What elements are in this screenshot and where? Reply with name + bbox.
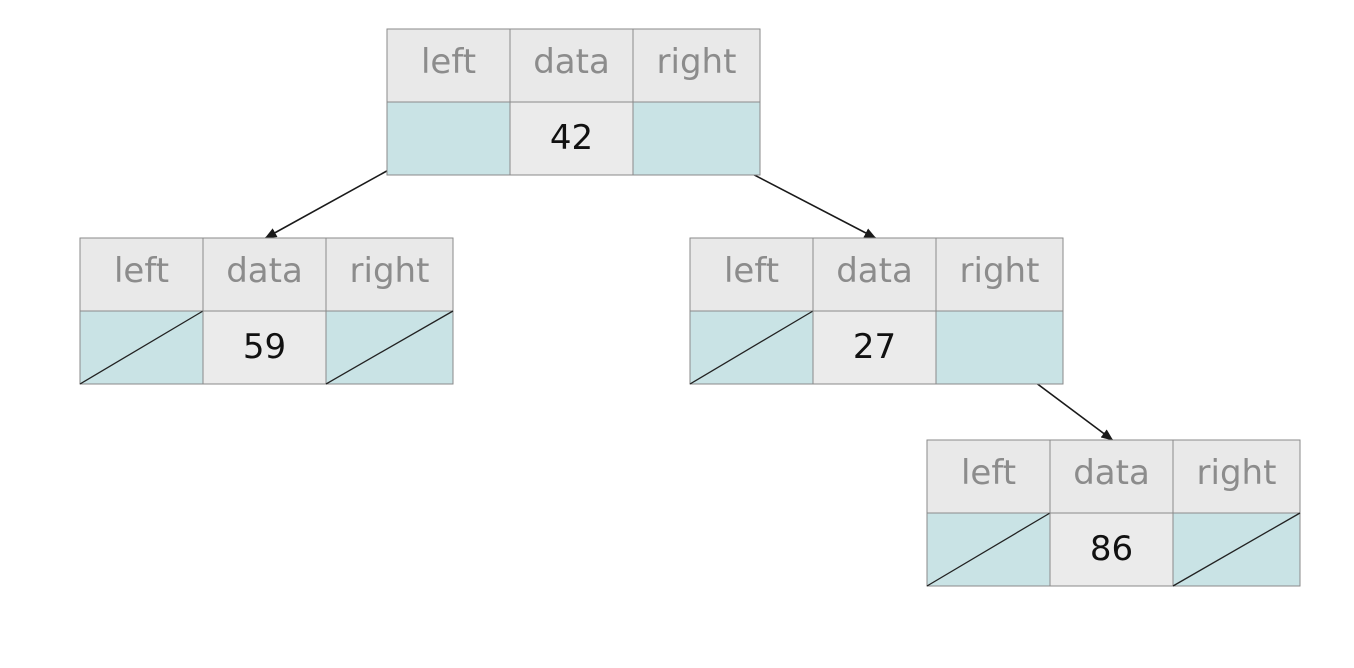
node-value: 42 — [550, 118, 593, 158]
node-value: 86 — [1090, 529, 1133, 569]
right-pointer-cell — [935, 310, 1064, 385]
header-label-data: data — [226, 251, 303, 291]
data-cell — [1049, 512, 1174, 587]
header-cell-data — [1049, 439, 1174, 514]
header-cell-right — [325, 237, 454, 312]
header-cell-left — [689, 237, 814, 312]
null-pointer-slash — [325, 310, 454, 385]
header-label-data: data — [533, 42, 610, 82]
header-label-right: right — [1197, 453, 1277, 493]
header-label-right: right — [657, 42, 737, 82]
null-pointer-slash — [1172, 512, 1301, 587]
data-cell — [812, 310, 937, 385]
header-cell-right — [632, 28, 761, 103]
header-label-left: left — [114, 251, 169, 291]
data-cell — [509, 101, 634, 176]
left-pointer-cell — [386, 101, 511, 176]
node-value: 27 — [853, 327, 896, 367]
header-cell-right — [935, 237, 1064, 312]
header-label-right: right — [350, 251, 430, 291]
header-label-left: left — [724, 251, 779, 291]
null-pointer-slash — [689, 310, 814, 385]
header-label-data: data — [836, 251, 913, 291]
tree-node-right-child: left data 27 right — [689, 237, 1064, 385]
null-pointer-slash — [926, 512, 1051, 587]
header-label-left: left — [961, 453, 1016, 493]
tree-node-right-right-child: left data 86 right — [926, 439, 1301, 587]
node-value: 59 — [243, 327, 286, 367]
header-cell-data — [509, 28, 634, 103]
header-cell-data — [812, 237, 937, 312]
header-label-left: left — [421, 42, 476, 82]
right-pointer-cell — [632, 101, 761, 176]
null-pointer-slash — [79, 310, 204, 385]
header-cell-right — [1172, 439, 1301, 514]
tree-node-left-child: left data 59 right — [79, 237, 454, 385]
header-label-data: data — [1073, 453, 1150, 493]
tree-node-root: left data 42 right — [386, 28, 761, 176]
header-label-right: right — [960, 251, 1040, 291]
nodes-layer: left data 42 right left data 59 right left data 27… — [79, 28, 1301, 587]
header-cell-left — [386, 28, 511, 103]
